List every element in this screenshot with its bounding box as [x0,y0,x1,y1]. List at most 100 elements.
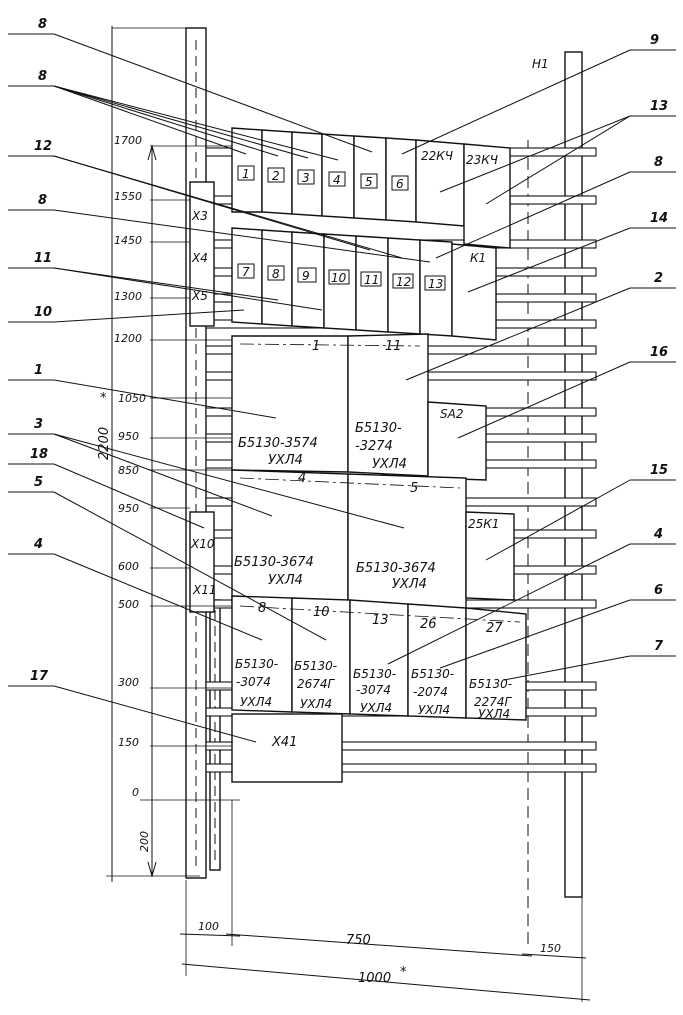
right-callouts: 9 13 8 14 2 16 15 4 6 7 [387,33,676,681]
block3-b3-line2: -3074 [356,683,391,697]
block3-b1-climate: УХЛ4 [240,695,272,709]
callout-8-right: 8 [654,155,663,170]
level-600: 600 [118,560,139,573]
block3-b2-line1: Б5130- [294,659,337,673]
block1-side-sa2: SA2 [440,407,463,421]
callout-12: 12 [34,139,52,154]
terminal-x11: Х11 [192,583,217,597]
callout-15: 15 [650,463,668,478]
block3-pos-10: 10 [313,605,330,620]
level-850: 850 [118,464,139,477]
block3-b3-climate: УХЛ4 [360,701,392,715]
total-height-star: * [100,391,107,406]
callout-10: 10 [34,305,52,320]
top-box-4: 4 [333,173,341,187]
block3-b3-line1: Б5130- [353,667,396,681]
level-950b: 950 [118,502,139,515]
total-width-1000: 1000 [358,971,391,986]
sheet-label-n1: Н1 [532,57,549,71]
block-row-3: 8 10 13 26 27 Б5130- Б5130- Б5130- Б5130… [231,595,527,721]
block3-pos-8: 8 [258,601,266,616]
block-row-2: 4 5 Б5130-3674 Б5130-3674 УХЛ4 УХЛ4 25К1 [231,469,515,611]
level-1200: 1200 [114,332,142,345]
top-extra-22kch: 22КЧ [421,149,453,163]
top-box-5: 5 [365,175,373,189]
terminal-x10: Х10 [190,537,215,551]
block3-pos-26: 26 [420,617,437,632]
callout-8b: 8 [38,69,47,84]
block2-climate-2: УХЛ4 [392,577,427,592]
total-width-star: * [400,965,407,980]
middle-width-750: 750 [346,933,371,948]
callout-17: 17 [30,669,49,684]
block1-pos-1: 1 [312,339,320,354]
callout-16: 16 [650,345,668,360]
bottom-dimensions: 100 750 150 1000 * [179,800,591,1002]
level-500: 500 [118,598,139,611]
bottom-block-x41: Х41 [271,735,297,750]
terminal-x5: Х5 [191,289,208,303]
block2-pos-4: 4 [298,471,306,486]
row2-box-13: 13 [428,277,443,291]
top-box-1: 1 [242,167,250,181]
callout-4-left: 4 [33,537,43,552]
top-box-6: 6 [396,177,404,191]
block1-model-1: Б5130-3574 [238,436,318,451]
block3-b4-line2: -2074 [413,685,448,699]
block3-b1-line1: Б5130- [235,657,278,671]
callout-8a: 8 [38,17,47,32]
level-150: 150 [118,736,139,749]
level-1300: 1300 [114,290,142,303]
callout-11: 11 [34,251,52,266]
block3-b5-climate: УХЛ4 [478,707,510,721]
block2-climate-1: УХЛ4 [268,573,303,588]
block3-b1-line2: -3074 [236,675,271,689]
right-offset-150: 150 [540,942,561,955]
callout-18: 18 [30,447,48,462]
level-1450: 1450 [114,234,142,247]
callout-8c: 8 [38,193,47,208]
callout-13: 13 [650,99,668,114]
block3-b5-line1: Б5130- [469,677,512,691]
callout-9: 9 [650,33,659,48]
callout-6: 6 [654,583,663,598]
second-row-modules: 7 8 9 10 11 12 13 К1 [231,227,497,341]
block-row-1: 1 11 Б5130-3574 Б5130- -3274 УХЛ4 УХЛ4 S… [231,333,487,481]
callout-3: 3 [34,417,43,432]
top-extra-23kch: 23КЧ [466,153,498,167]
level-0: 0 [132,786,139,799]
row2-extra-k1: К1 [470,251,486,265]
callout-7: 7 [654,639,664,654]
block1-model-2a: Б5130- [355,421,402,436]
row2-box-10: 10 [331,271,347,285]
block2-side-25k1: 25К1 [468,517,499,531]
block3-pos-13: 13 [372,613,389,628]
callout-2: 2 [654,271,663,286]
top-row-modules: 1 2 3 4 5 6 22КЧ 23КЧ [231,127,511,249]
row2-box-12: 12 [396,275,411,289]
block3-b4-climate: УХЛ4 [418,703,450,717]
block3-b2-line2: 2674Г [297,677,336,691]
row2-box-7: 7 [242,265,250,279]
level-1050: 1050 [118,392,146,405]
top-box-2: 2 [272,169,280,183]
block3-b4-line1: Б5130- [411,667,454,681]
bottom-block: Х41 [231,713,343,783]
block2-pos-5: 5 [410,481,418,496]
block1-pos-11: 11 [385,339,402,354]
left-offset-100: 100 [198,920,219,933]
block3-b2-climate: УХЛ4 [300,697,332,711]
block2-model-1: Б5130-3674 [234,555,314,570]
callout-5: 5 [34,475,43,490]
level-950a: 950 [118,430,139,443]
row2-box-9: 9 [302,269,310,283]
callout-14: 14 [650,211,668,226]
left-callouts: 8 8 12 8 11 10 1 3 18 5 [8,17,431,743]
callout-4-right: 4 [653,527,663,542]
row2-box-8: 8 [272,267,280,281]
callout-1: 1 [34,363,43,378]
row2-box-11: 11 [364,273,379,287]
block1-climate-2: УХЛ4 [372,457,407,472]
